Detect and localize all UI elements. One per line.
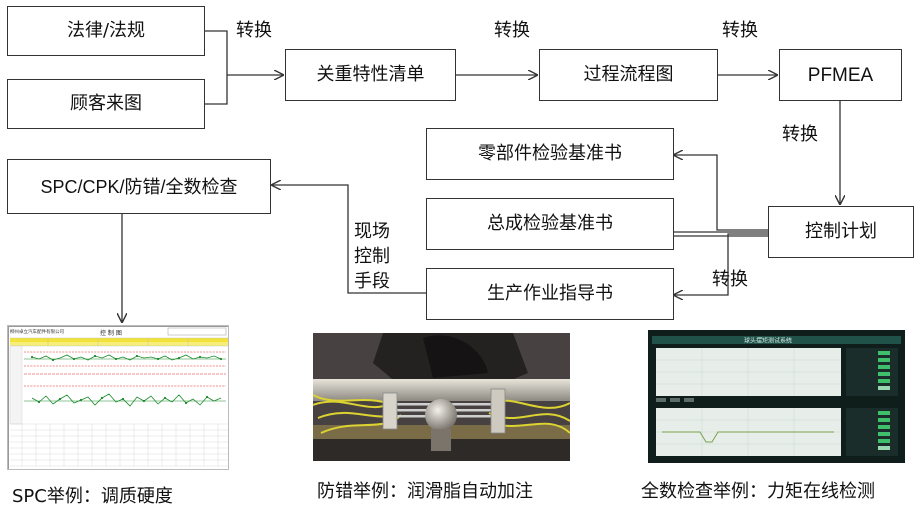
monitor-title: 球头摆矩测试系统 bbox=[744, 337, 792, 345]
spc-chart-drawing: 柳州卓立汽车配件有限公司 控 制 图 bbox=[8, 326, 228, 469]
spc-sheet-title: 控 制 图 bbox=[100, 329, 122, 337]
caption-mistake-proof-example: 防错举例：润滑脂自动加注 bbox=[317, 481, 533, 502]
torque-monitor-screen: 球头摆矩测试系统 bbox=[648, 330, 905, 463]
box-parts-std-label: 零部件检验基准书 bbox=[478, 143, 622, 164]
arrow-to-work-instr bbox=[674, 233, 768, 295]
box-work-instr-label: 生产作业指导书 bbox=[487, 283, 613, 304]
label-convert-3: 转换 bbox=[722, 20, 758, 41]
arrow-to-spc bbox=[272, 185, 426, 294]
box-parts-inspection-standard: 零部件检验基准书 bbox=[426, 128, 674, 180]
label-onsite-control-2: 控制 bbox=[354, 246, 390, 267]
label-convert-1: 转换 bbox=[236, 20, 272, 41]
box-customer-label: 顾客来图 bbox=[70, 93, 142, 114]
box-key-char-label: 关重特性清单 bbox=[316, 64, 425, 85]
box-customer-drawing: 顾客来图 bbox=[7, 79, 205, 129]
connector-customer bbox=[205, 75, 228, 105]
box-work-instruction: 生产作业指导书 bbox=[426, 268, 674, 320]
mistake-proofing-photo bbox=[313, 333, 570, 461]
caption-spc-example: SPC举例：调质硬度 bbox=[12, 486, 173, 507]
box-assy-std-label: 总成检验基准书 bbox=[487, 213, 613, 234]
spc-company: 柳州卓立汽车配件有限公司 bbox=[10, 328, 64, 335]
label-convert-2: 转换 bbox=[494, 20, 530, 41]
box-process-flow: 过程流程图 bbox=[539, 49, 718, 101]
arrow-to-parts-std bbox=[674, 155, 768, 231]
label-convert-4: 转换 bbox=[782, 124, 818, 145]
label-onsite-control-3: 手段 bbox=[354, 271, 390, 292]
box-assembly-inspection-standard: 总成检验基准书 bbox=[426, 198, 674, 250]
box-pfmea: PFMEA bbox=[779, 49, 902, 101]
box-spc-cpk: SPC/CPK/防错/全数检查 bbox=[7, 159, 271, 214]
box-process-flow-label: 过程流程图 bbox=[583, 64, 674, 85]
spc-chart-image: 柳州卓立汽车配件有限公司 控 制 图 bbox=[7, 325, 229, 470]
box-control-plan-label: 控制计划 bbox=[805, 221, 877, 242]
grease-fill-illustration bbox=[313, 333, 570, 461]
label-convert-5: 转换 bbox=[712, 269, 748, 290]
box-law-label: 法律/法规 bbox=[66, 20, 146, 41]
box-spc-label: SPC/CPK/防错/全数检查 bbox=[40, 176, 238, 197]
caption-full-inspection-example: 全数检查举例：力矩在线检测 bbox=[641, 481, 875, 502]
box-key-characteristics: 关重特性清单 bbox=[285, 49, 456, 101]
torque-monitor-photo: 球头摆矩测试系统 bbox=[648, 330, 905, 463]
connector-law bbox=[205, 30, 228, 75]
box-control-plan: 控制计划 bbox=[768, 206, 914, 258]
box-pfmea-label: PFMEA bbox=[807, 64, 874, 86]
label-onsite-control-1: 现场 bbox=[354, 221, 390, 242]
box-law: 法律/法规 bbox=[7, 6, 205, 56]
